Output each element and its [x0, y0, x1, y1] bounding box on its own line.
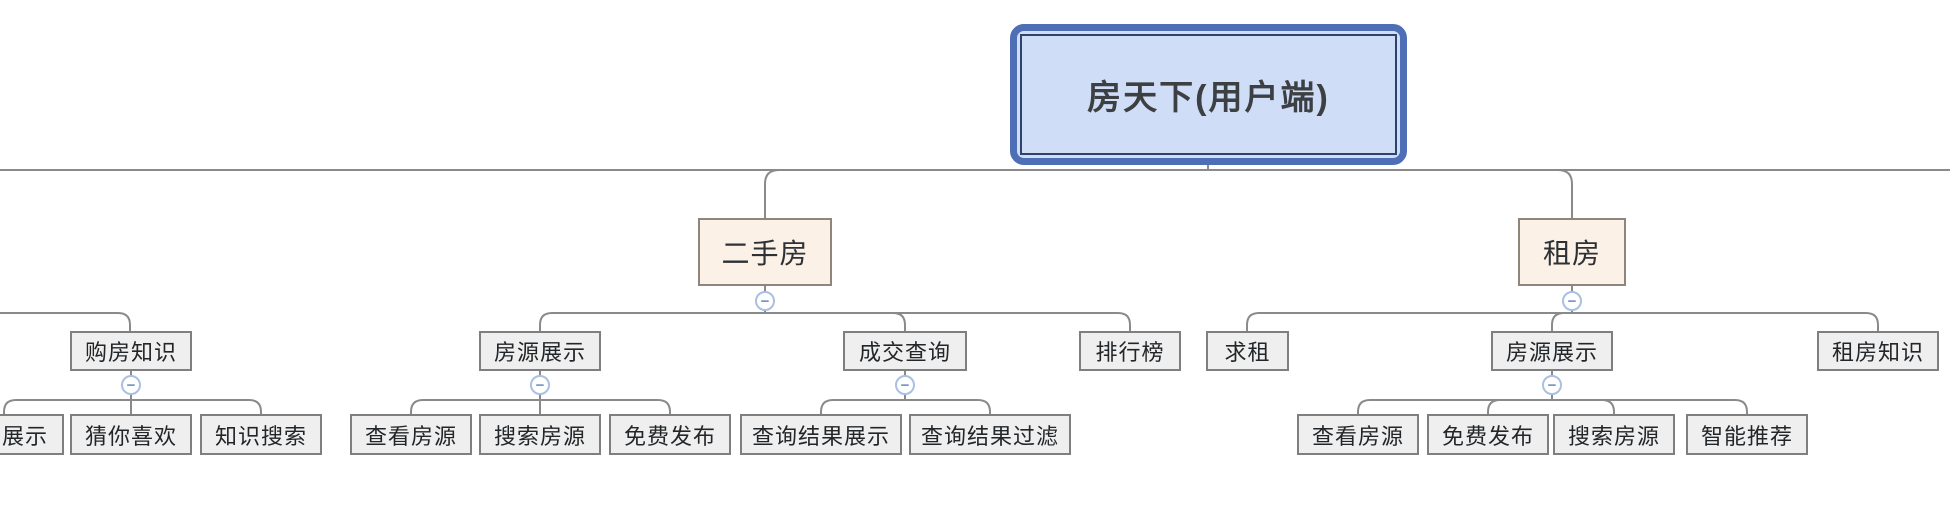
node-transaction-query[interactable]: 成交查询 — [843, 331, 967, 371]
rail-renting-group — [1246, 312, 1879, 331]
collapse-icon[interactable]: − — [1562, 291, 1582, 311]
node-query-result-filter[interactable]: 查询结果过滤 — [909, 414, 1071, 455]
node-buying-knowledge[interactable]: 购房知识 — [70, 331, 192, 371]
node-ranking-list[interactable]: 排行榜 — [1079, 331, 1181, 371]
node-query-result-display[interactable]: 查询结果展示 — [740, 414, 902, 455]
node-display-cutoff[interactable]: 展示 — [0, 414, 64, 455]
node-root-topic[interactable]: 房天下(用户端) — [1010, 24, 1407, 165]
node-secondhand-house[interactable]: 二手房 — [698, 218, 832, 286]
collapse-icon[interactable]: − — [895, 375, 915, 395]
node-house-renting[interactable]: 租房 — [1518, 218, 1626, 286]
node-renting-knowledge[interactable]: 租房知识 — [1817, 331, 1939, 371]
bracket-listing-display-1 — [410, 399, 671, 414]
rail-offscreen-group — [0, 312, 131, 331]
node-free-posting-1[interactable]: 免费发布 — [609, 414, 731, 455]
node-listing-display-2[interactable]: 房源展示 — [1491, 331, 1613, 371]
collapse-icon[interactable]: − — [1542, 375, 1562, 395]
collapse-icon[interactable]: − — [121, 375, 141, 395]
rail-secondhand-group — [539, 312, 1131, 331]
node-listing-display-1[interactable]: 房源展示 — [479, 331, 601, 371]
node-search-listings-1[interactable]: 搜索房源 — [479, 414, 601, 455]
bracket-listing-display-2 — [1357, 399, 1748, 414]
elbow-renting — [1557, 169, 1573, 218]
bracket-transaction-query — [820, 399, 991, 414]
root-topic-label: 房天下(用户端) — [1020, 34, 1397, 155]
bracket-buying-knowledge — [3, 399, 262, 414]
tee-transaction-query — [892, 312, 906, 331]
node-search-listings-2[interactable]: 搜索房源 — [1553, 414, 1675, 455]
node-view-listings-2[interactable]: 查看房源 — [1297, 414, 1419, 455]
node-rent-seeking[interactable]: 求租 — [1206, 331, 1289, 371]
collapse-icon[interactable]: − — [530, 375, 550, 395]
collapse-icon[interactable]: − — [755, 291, 775, 311]
node-smart-recommend[interactable]: 智能推荐 — [1686, 414, 1808, 455]
node-view-listings-1[interactable]: 查看房源 — [350, 414, 472, 455]
elbow-secondhand — [764, 169, 780, 218]
tee-listing-display-2 — [1551, 312, 1565, 331]
node-guess-you-like[interactable]: 猜你喜欢 — [70, 414, 192, 455]
node-knowledge-search[interactable]: 知识搜索 — [200, 414, 322, 455]
node-free-posting-2[interactable]: 免费发布 — [1427, 414, 1549, 455]
